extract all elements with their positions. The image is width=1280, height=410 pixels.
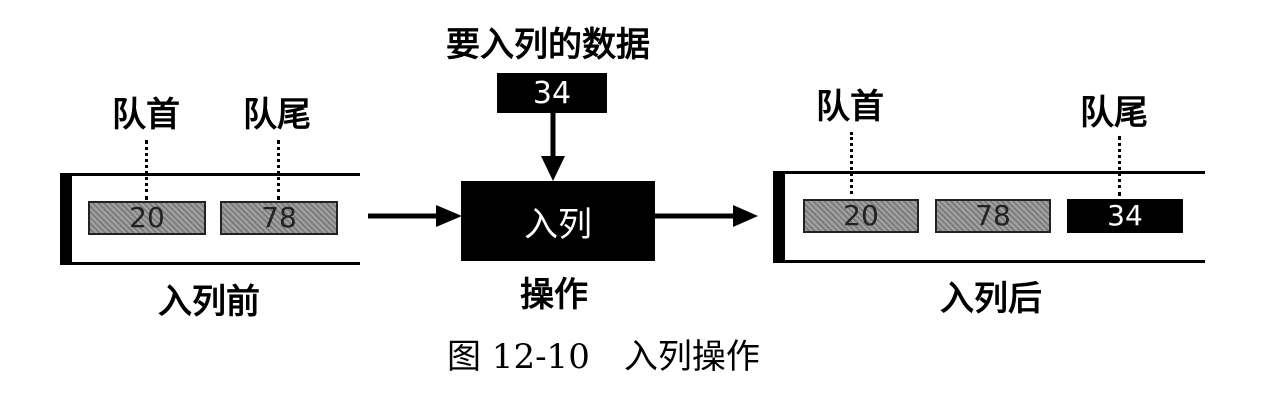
after-caption: 入列后: [940, 279, 1042, 319]
after-queue: [773, 171, 1205, 263]
after-cell-1: 20: [803, 199, 919, 233]
operation-caption: 操作: [520, 275, 588, 315]
before-head-label: 队首: [112, 95, 180, 135]
before-head-pointer: [145, 140, 148, 200]
after-head-label: 队首: [816, 87, 884, 127]
after-cell-2: 78: [935, 199, 1051, 233]
enqueue-operation-box: 入列: [461, 181, 655, 261]
figure-caption: 图 12-10 入列操作: [447, 337, 760, 377]
before-tail-pointer: [277, 140, 280, 200]
after-head-pointer: [850, 132, 853, 194]
enqueue-data-label: 要入列的数据: [446, 25, 650, 65]
after-cell-3: 34: [1067, 199, 1183, 233]
before-cell-1: 20: [88, 201, 206, 235]
before-caption: 入列前: [158, 282, 260, 322]
before-tail-label: 队尾: [243, 95, 311, 135]
before-cell-2: 78: [220, 201, 338, 235]
after-tail-pointer: [1118, 136, 1121, 196]
before-queue: [60, 173, 360, 265]
after-tail-label: 队尾: [1080, 93, 1148, 133]
right-arrow-out-of-operation: [655, 205, 758, 227]
down-arrow: [541, 113, 565, 181]
right-arrow-into-operation: [368, 205, 462, 227]
enqueue-data-box: 34: [497, 73, 607, 113]
